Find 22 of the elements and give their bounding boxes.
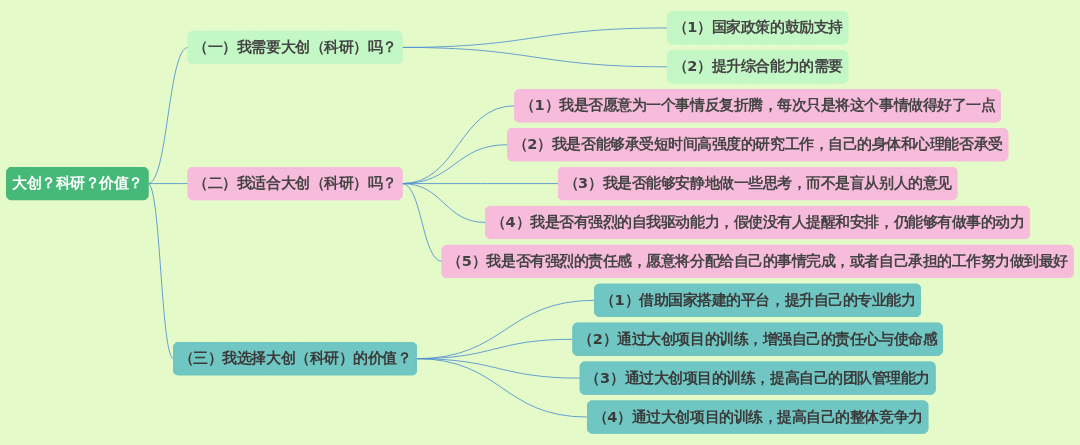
topic-box: （2）提升综合能力的需要 (667, 50, 849, 84)
topic-box: （3）通过大创项目的训练，提高自己的团队管理能力 (579, 361, 936, 395)
topic-box: （2）我是否能够承受短时间高强度的研究工作，自己的身体和心理能否承受 (507, 128, 1009, 162)
connector-line (401, 46, 668, 68)
connector-line (147, 183, 189, 184)
connector-line (416, 358, 588, 418)
connector-line (401, 183, 443, 262)
topic-box: （1）借助国家搭建的平台，提升自己的专业能力 (594, 283, 921, 317)
central-topic-box: 大创？科研？价值？ (6, 167, 149, 201)
topic-box: （1）我是否愿意为一个事情反复折腾，每次只是将这个事情做得好了一点 (514, 89, 1001, 123)
topic-box: （三）我选择大创（科研）的价值？ (173, 342, 417, 376)
topic-box: （一）我需要大创（科研）吗？ (187, 30, 403, 64)
topic-box: （3）我是否能够安静地做一些思考，而不是盲从别人的意见 (558, 167, 958, 201)
topic-box: （1）国家政策的鼓励支持 (667, 11, 849, 45)
topic-box: （5）我是否有强烈的责任感，愿意将分配给自己的事情完成，或者自己承担的工作努力做到最好 (441, 244, 1074, 278)
connector-line (147, 46, 189, 184)
connector-line (147, 183, 175, 360)
connector-line (401, 183, 487, 223)
topic-box: （二）我适合大创（科研）吗？ (187, 167, 403, 201)
topic-box: （4）通过大创项目的训练，提高自己的整体竞争力 (587, 400, 929, 434)
topic-box: （2）通过大创项目的训练，增强自己的责任心与使命感 (572, 322, 943, 356)
topic-box: （4）我是否有强烈的自我驱动能力，假使没有人提醒和安排，仍能够有做事的动力 (485, 206, 1030, 239)
